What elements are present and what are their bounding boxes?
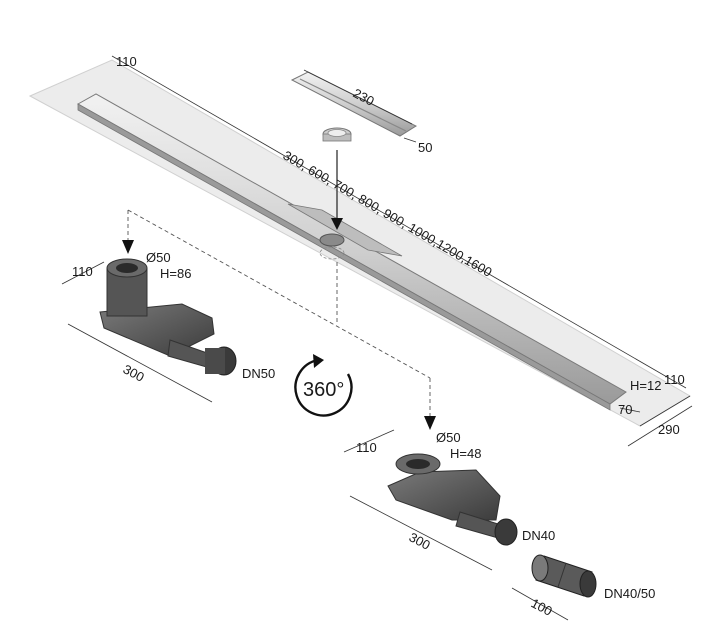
channel-height-label: H=12 [630,378,661,393]
adapter-outlet-label: DN40/50 [604,586,655,601]
grate-cover [290,71,418,137]
trap-high-arrow-head [122,240,134,254]
trap-high-outlet-label: DN50 [242,366,275,381]
drain-channel [76,93,627,411]
adapter-pipe [531,554,597,598]
dimension-lines [61,55,693,621]
trap-high-height-label: H=86 [160,266,191,281]
adapter-length-label: 100 [529,595,555,618]
trap-high-width-label: 110 [72,264,93,279]
trap-low-body [387,453,518,546]
trap-low-outlet-label: DN40 [522,528,555,543]
hair-strainer [322,127,352,142]
trap-high-diameter-label: Ø50 [146,250,171,265]
rotate-360-icon: 360° [294,354,353,417]
trap-low-height-label: H=48 [450,446,481,461]
trap-high-body [99,258,237,376]
strainer-arrow-head [331,218,343,230]
trap-low-length-label: 300 [407,529,433,552]
trap-low-width-label: 110 [356,440,377,455]
membrane-width-right-label: 110 [664,372,685,387]
guide-lines [127,209,431,418]
trap-low-arrow-head [424,416,436,430]
trap-low-diameter-label: Ø50 [436,430,461,445]
membrane-depth-label: 290 [658,422,680,437]
membrane-width-label: 110 [116,54,137,69]
channel-width-label: 70 [618,402,632,417]
grate-width-label: 50 [418,140,432,155]
rotation-label: 360° [303,379,344,401]
